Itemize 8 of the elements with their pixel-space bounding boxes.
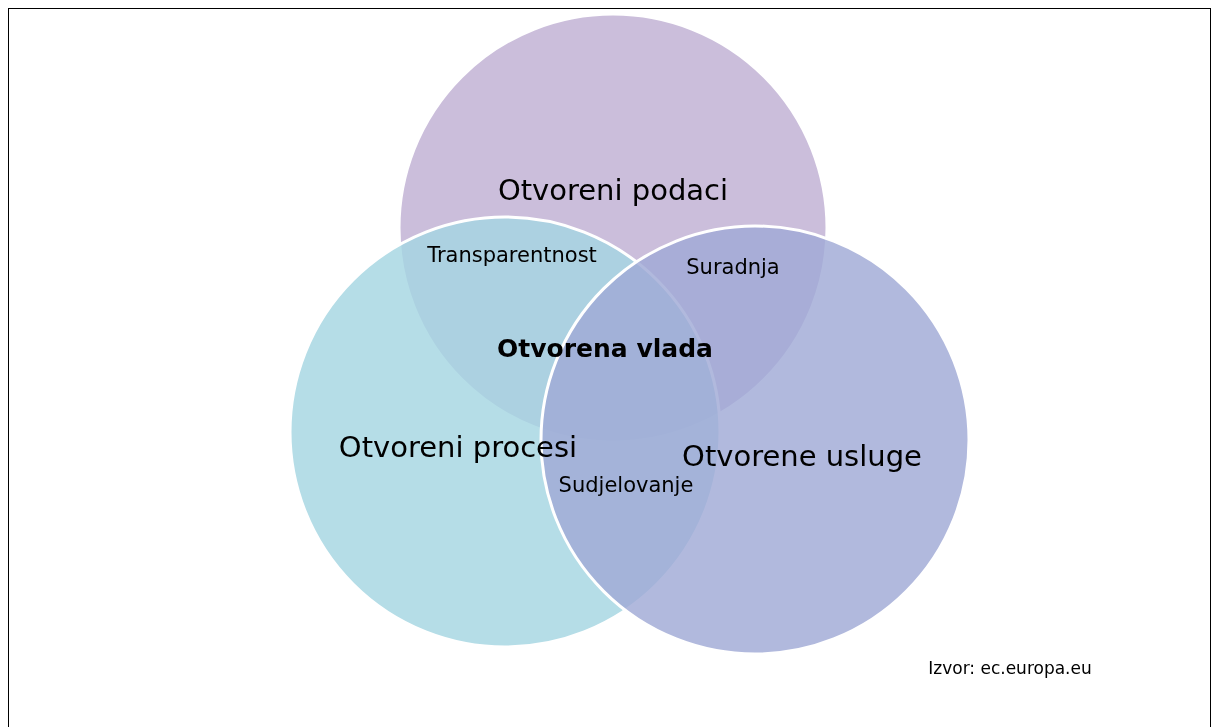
source-note: Izvor: ec.europa.eu (928, 658, 1092, 678)
circle-label: Otvoreni procesi (338, 430, 578, 464)
center-label: Otvorena vlada (497, 333, 713, 363)
circle-label: Otvorene usluge (682, 439, 922, 473)
overlap-label: Transparentnost (427, 243, 597, 267)
overlap-label: Sudjelovanje (558, 473, 694, 497)
overlap-label: Suradnja (686, 255, 780, 279)
circle-label: Otvoreni podaci (497, 173, 729, 207)
